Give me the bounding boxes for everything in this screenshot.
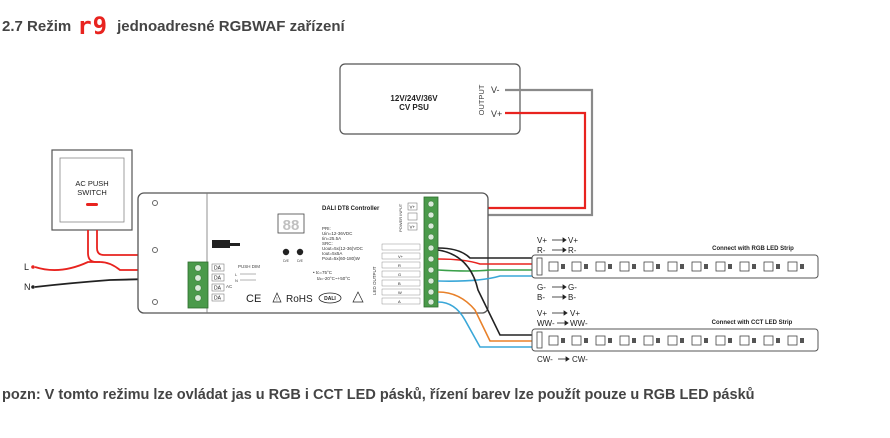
psu-output-label: OUTPUT [477,84,486,115]
svg-text:Iin=25.5A: Iin=25.5A [322,236,341,241]
svg-text:V+: V+ [537,236,547,245]
svg-text:R: R [398,263,401,268]
class-icon [352,291,364,303]
svg-text:• tc=75°C: • tc=75°C [313,270,333,275]
cct-strip-title: Connect with CCT LED Strip [712,320,793,326]
svg-text:CW-: CW- [537,355,553,364]
section-heading: 2.7 Režim r9 jednoadresné RGBWAF zařízen… [2,12,345,40]
svg-text:CW-: CW- [572,355,588,364]
svg-text:G-: G- [537,283,546,292]
svg-text:Pout=5x(60-180)W: Pout=5x(60-180)W [322,256,361,261]
rgb-strip-title: Connect with RGB LED Strip [712,246,794,252]
svg-text:ta=-20°C~+50°C: ta=-20°C~+50°C [317,276,351,281]
svg-text:A: A [398,299,401,304]
mains-n-wire [34,277,191,288]
psu-vminus-label: V- [491,85,500,95]
svg-text:N: N [235,278,238,283]
ce-mark: CE [246,293,261,305]
svg-text:D/E: D/E [283,259,290,263]
seven-segment-display [277,213,305,234]
svg-text:V+: V+ [398,254,404,259]
switch-label-2: SWITCH [77,188,107,197]
spec-block: PRI: Uin=12-36VDC Iin=25.5A SRC: Uout=5x… [322,226,364,261]
controller: DA DA DA DA AC PUSH DIM L N 88 D/E D/E P… [137,192,489,314]
svg-text:B: B [398,281,401,286]
psu-voltage: 12V/24V/36V [390,94,438,103]
mains-l-wire [34,261,190,271]
svg-text:V+: V+ [570,309,580,318]
cct-led-strip: Connect with CCT LED Strip V+ V+ WW- WW-… [531,309,819,364]
display-value: 88 [283,217,300,234]
pin-da-3: DA [214,286,222,292]
svg-text:SRC:: SRC: [322,241,333,246]
svg-text:B-: B- [537,293,545,302]
svg-text:B-: B- [568,293,576,302]
ac-label: AC [226,284,233,289]
pin-da-1: DA [214,266,222,272]
heading-suffix: jednoadresné RGBWAF zařízení [117,17,345,35]
pin-da-4: DA [214,296,222,302]
svg-text:R-: R- [537,246,546,255]
svg-text:Iout=5x5A: Iout=5x5A [322,251,342,256]
psu-type: CV PSU [399,103,429,112]
push-dim-label: PUSH DIM [238,264,260,269]
output-pin-table: V+ R G B W A [381,243,421,305]
svg-text:V+: V+ [537,309,547,318]
svg-text:V+: V+ [410,225,416,230]
button-left[interactable] [282,248,290,256]
switch-indicator [86,203,98,206]
warning-icon: ! [272,292,282,303]
switch-label-1: AC PUSH [75,179,108,188]
svg-text:R-: R- [568,246,577,255]
svg-text:POWER INPUT: POWER INPUT [398,203,403,232]
svg-text:Uin=12-36VDC: Uin=12-36VDC [322,231,353,236]
svg-text:WW-: WW- [570,319,588,328]
rgb-led-strip: Connect with RGB LED Strip V+ V+ R- R- G… [531,236,819,302]
svg-text:WW-: WW- [537,319,555,328]
dali-logo [318,292,342,304]
controller-title: DALI DT8 Controller [322,206,380,212]
psu-vplus-label: V+ [491,109,502,119]
button-right[interactable] [296,248,304,256]
rohs-mark: RoHS [286,294,313,305]
pin-da-2: DA [214,276,222,282]
mains-l-label: L [24,262,29,272]
output-terminal-block [423,196,439,308]
mode-code: r9 [77,12,109,40]
svg-text:PRI:: PRI: [322,226,331,231]
svg-text:LED OUTPUT: LED OUTPUT [372,266,377,295]
footnote: pozn: V tomto režimu lze ovládat jas u R… [2,387,755,403]
svg-text:G: G [398,272,401,277]
svg-text:V+: V+ [568,236,578,245]
svg-text:!: ! [276,297,277,303]
mains-n-label: N [24,282,31,292]
svg-text:V+: V+ [410,205,416,210]
push-switch: AC PUSH SWITCH [51,149,133,231]
svg-text:DALI: DALI [324,296,336,302]
svg-text:Uout=5x(12-36)VDC: Uout=5x(12-36)VDC [322,246,364,251]
svg-text:W: W [398,290,402,295]
svg-text:D/E: D/E [297,259,304,263]
svg-text:G-: G- [568,283,577,292]
power-supply: 12V/24V/36V CV PSU OUTPUT V- V+ [339,63,521,135]
psu-vminus-wire [448,88,594,217]
svg-text:L: L [235,272,238,277]
heading-prefix: 2.7 Režim [2,17,72,35]
